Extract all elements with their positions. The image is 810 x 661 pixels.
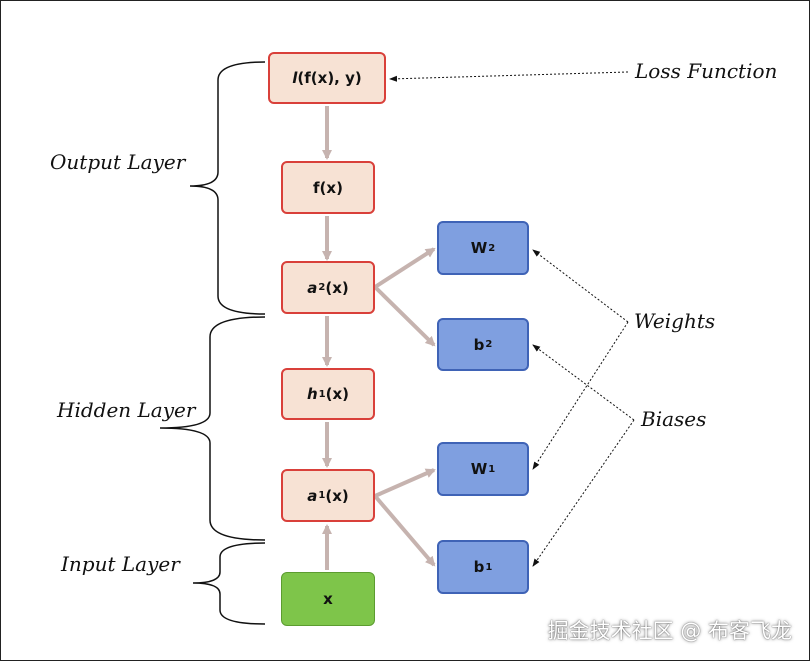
b1-base: b: [473, 558, 485, 576]
brace-output-layer: [189, 61, 266, 315]
a2-tail: (x): [325, 278, 349, 297]
h1-tail: (x): [325, 385, 350, 403]
biases-label: Biases: [641, 407, 707, 431]
weights-label: Weights: [634, 309, 716, 333]
arrow-a2-to-W2: [373, 247, 436, 289]
arrow-a2-to-b2: [373, 285, 436, 347]
pointer-weights-to-W1: [532, 321, 629, 470]
hidden-layer-label: Hidden Layer: [57, 398, 196, 422]
loss-fn-symbol: l: [292, 69, 298, 87]
h1-sup: 1: [318, 388, 326, 400]
arrow-a1-to-b1: [373, 494, 436, 567]
a1-base: a: [307, 486, 318, 505]
fx-label: f(x): [313, 178, 343, 197]
input-layer-label: Input Layer: [61, 552, 180, 576]
arrow-a1-to-W1: [374, 468, 436, 498]
a1-sup: 1: [318, 490, 326, 501]
h1-base: h: [306, 385, 318, 403]
W2-base: W: [470, 239, 488, 257]
W2-sup: 2: [488, 242, 496, 254]
loss-node: l(f(x), y): [268, 52, 386, 104]
brace-hidden-layer: [159, 316, 266, 541]
loss-function-label: Loss Function: [635, 59, 778, 83]
a1-tail: (x): [325, 486, 349, 505]
b1-sup: 1: [485, 561, 493, 573]
pointer-biases-to-b2: [532, 344, 635, 421]
input-x-label: x: [323, 590, 333, 608]
W1-sup: 1: [488, 463, 496, 475]
W1-base: W: [470, 460, 488, 478]
output-layer-label: Output Layer: [50, 150, 186, 174]
a2-base: a: [307, 278, 318, 297]
input-x-node: x: [281, 572, 375, 626]
pointer-weights-to-W2: [532, 249, 629, 323]
fx-node: f(x): [281, 161, 375, 214]
watermark: 掘金技术社区 @ 布客飞龙: [547, 619, 792, 643]
loss-fn-args: (f(x), y): [297, 69, 362, 87]
a2-sup: 2: [318, 282, 326, 293]
b2-base: b: [473, 335, 485, 354]
brace-input-layer: [192, 542, 266, 625]
b2-sup: 2: [485, 339, 493, 350]
pointer-biases-to-b1: [532, 419, 635, 567]
pointer-loss-function: [389, 71, 629, 82]
